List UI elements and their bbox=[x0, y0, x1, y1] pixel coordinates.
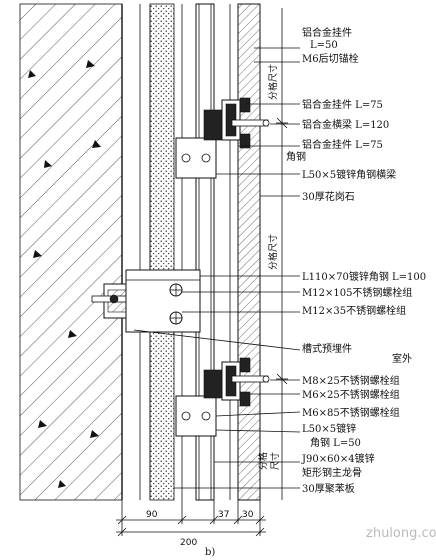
dim-upper: 分格尺寸 bbox=[267, 64, 279, 100]
annotation-labels: 铝合金挂件 L=50 M6后切锚栓 铝合金挂件 L=75 铝合金横梁 L=120… bbox=[286, 26, 426, 495]
horizontal-dimensions bbox=[116, 500, 266, 537]
dim-middle: 分格尺寸 bbox=[267, 234, 279, 270]
upper-bracket-assembly bbox=[175, 97, 270, 179]
label-main-keel: 矩形钢主龙骨 bbox=[302, 466, 362, 479]
lower-bracket-assembly bbox=[175, 357, 270, 437]
dim-lower-b: 尺寸 bbox=[269, 452, 281, 470]
label-l110x70-angle: L110×70镀锌角钢 L=100 bbox=[302, 270, 426, 283]
dim-90: 90 bbox=[146, 510, 158, 520]
label-m6x25-bolts: M6×25不锈钢螺栓组 bbox=[302, 388, 400, 401]
dim-30: 30 bbox=[242, 510, 254, 520]
granite-panel bbox=[229, 3, 261, 501]
middle-bracket-assembly bbox=[91, 269, 201, 333]
label-granite: 30厚花岗石 bbox=[302, 190, 355, 203]
figure-caption: b) bbox=[205, 547, 215, 558]
label-angle-steel: 角钢 bbox=[286, 150, 306, 163]
dim-200: 200 bbox=[180, 538, 197, 548]
label-aluminum-hanger-75-top: 铝合金挂件 L=75 bbox=[302, 98, 383, 111]
label-galvanized-angle-50-length: 角钢 L=50 bbox=[310, 436, 361, 449]
label-aluminum-hanger-50: 铝合金挂件 bbox=[302, 26, 352, 39]
dim-lower-a: 分格 bbox=[257, 452, 269, 470]
dim-37: 37 bbox=[218, 510, 229, 520]
label-m12x35-bolts: M12×35不锈钢螺栓组 bbox=[302, 304, 406, 317]
label-m8x25-bolts: M8×25不锈钢螺栓组 bbox=[302, 374, 400, 387]
label-galvanized-angle-50: L50×5镀锌 bbox=[302, 422, 356, 435]
label-galvanized-angle-beam: L50×5镀锌角钢横梁 bbox=[302, 168, 396, 181]
label-j90-steel: J90×60×4镀锌 bbox=[301, 452, 375, 465]
label-embedded-channel: 槽式预埋件 bbox=[302, 342, 352, 355]
horizontal-dimension-labels: 90 37 30 200 bbox=[146, 510, 254, 548]
label-aluminum-beam: 铝合金横梁 L=120 bbox=[302, 118, 389, 131]
label-m6-anchor: M6后切锚栓 bbox=[302, 52, 359, 65]
concrete-wall bbox=[19, 3, 123, 501]
label-aluminum-hanger-50-length: L=50 bbox=[310, 40, 338, 51]
label-polystyrene-board: 30厚聚苯板 bbox=[302, 482, 355, 495]
label-aluminum-hanger-75-bottom: 铝合金挂件 L=75 bbox=[302, 138, 383, 151]
label-m6x85-bolts: M6×85不锈钢螺栓组 bbox=[302, 406, 400, 419]
leader-lines bbox=[133, 47, 301, 489]
vertical-dimensions bbox=[276, 8, 288, 500]
label-m12x105-bolts: M12×105不锈钢螺栓组 bbox=[302, 286, 412, 299]
watermark: zhulong.com bbox=[366, 526, 436, 541]
vertical-dimension-labels: 分格尺寸 分格尺寸 分格 尺寸 bbox=[257, 64, 281, 470]
label-exterior: 室外 bbox=[392, 352, 412, 365]
